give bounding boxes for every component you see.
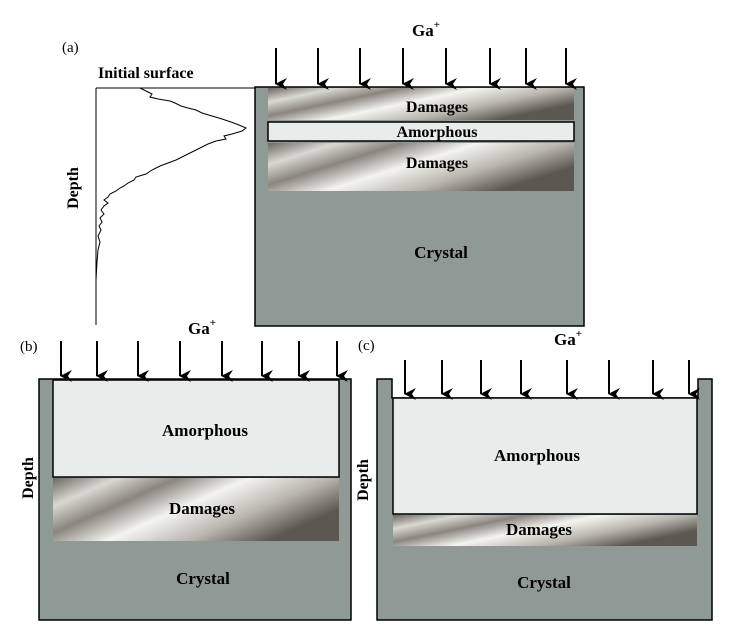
- panel-b-amorphous-layer: [52, 379, 340, 478]
- implantation-profile-curve: [95, 87, 247, 281]
- panel-b: (b) Ga+ Depth Amorphous Damages Crystal: [20, 317, 352, 621]
- panel-b-damages-label: Damages: [169, 499, 235, 518]
- panel-c-amorphous-label: Amorphous: [494, 446, 580, 465]
- panel-a-ion-arrows: [275, 48, 577, 90]
- panel-c-damages-label: Damages: [506, 520, 572, 539]
- panel-c-ion-arrows: [404, 360, 700, 400]
- panel-a-amorphous-layer: [267, 121, 575, 142]
- initial-surface-label: Initial surface: [98, 65, 194, 82]
- panel-a-label: (a): [62, 40, 79, 56]
- panel-c-ion-label: Ga+: [554, 328, 582, 349]
- panel-c-depth-label: Depth: [355, 459, 372, 501]
- panel-a-ion-label: Ga+: [412, 19, 440, 40]
- panel-a-damage-top-layer: [268, 88, 574, 120]
- panel-b-depth-label: Depth: [20, 457, 37, 499]
- panel-c-crystal-label: Crystal: [517, 573, 571, 592]
- panel-a-depth-label: Depth: [65, 167, 82, 209]
- panel-c: (c) Ga+ Depth Amorphous Damages Crystal: [355, 328, 713, 621]
- panel-c-label: (c): [358, 338, 375, 354]
- panel-b-crystal-label: Crystal: [176, 569, 230, 588]
- panel-a-crystal-label: Crystal: [414, 243, 468, 262]
- panel-c-damage-layer: [393, 515, 697, 546]
- panel-a-damages-top-label: Damages: [406, 99, 468, 116]
- panel-a-amorphous-label: Amorphous: [397, 124, 478, 141]
- panel-b-damage-layer: [53, 478, 339, 541]
- panel-b-ion-label: Ga+: [188, 317, 216, 338]
- panel-b-label: (b): [20, 339, 38, 355]
- panel-a-damages-bottom-label: Damages: [406, 155, 468, 172]
- panel-b-amorphous-label: Amorphous: [162, 421, 248, 440]
- panel-a-damage-bottom-layer: [268, 143, 574, 191]
- panel-a: (a) Ga+ Initial surface Depth Damages Am…: [62, 19, 585, 327]
- panel-b-ion-arrows: [60, 341, 348, 382]
- panel-c-amorphous-layer: [392, 397, 698, 515]
